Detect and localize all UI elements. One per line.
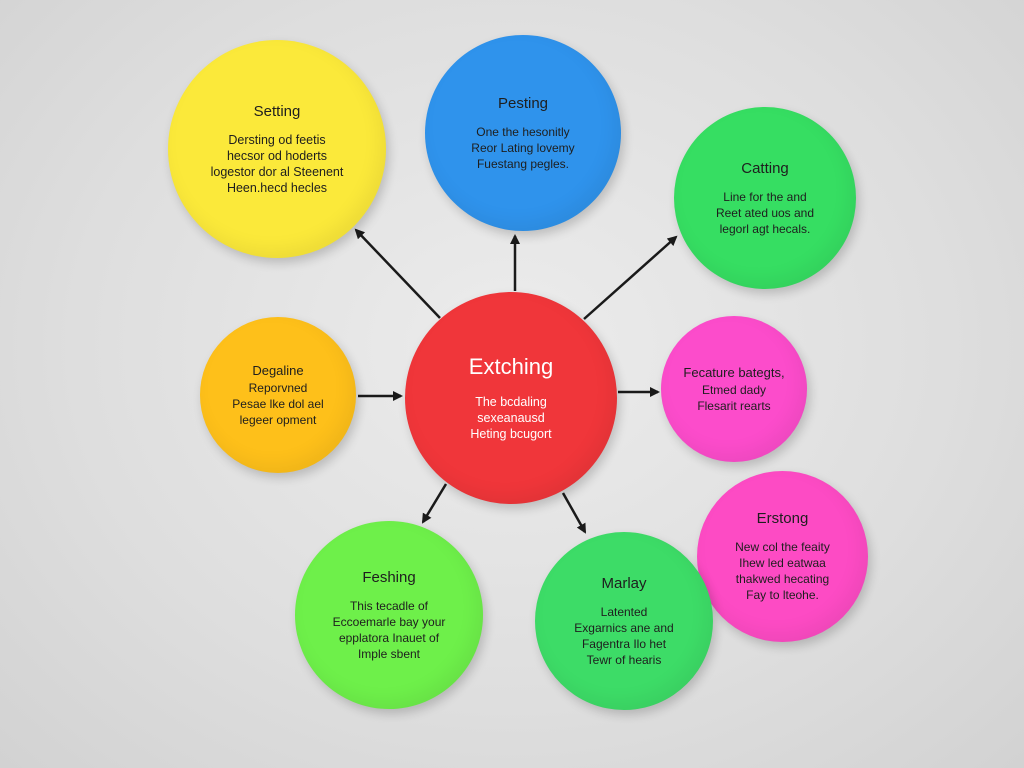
node-description: Reporvned Pesae lke dol ael legeer opmen…: [232, 380, 323, 428]
node-title: Catting: [741, 159, 789, 177]
node-description: The bcdaling sexeanausd Heting bcugort: [470, 394, 551, 442]
node-center-extching: Extching The bcdaling sexeanausd Heting …: [405, 292, 617, 504]
arrow-to-setting: [354, 228, 441, 319]
node-title: Setting: [253, 102, 301, 120]
node-pesting: Pesting One the hesonitly Reor Lating lo…: [425, 35, 621, 231]
node-title: Marlay: [601, 574, 647, 592]
node-line: Line for the and: [723, 189, 807, 204]
node-line: New col the feaity: [735, 540, 830, 554]
node-degaline: Degaline Reporvned Pesae lke dol ael leg…: [200, 317, 356, 473]
node-description: Etmed dady Flesarit rearts: [697, 382, 770, 414]
node-line: Fuestang pegles.: [476, 156, 570, 171]
node-description: Line for the and Reet ated uos and legor…: [716, 189, 814, 237]
node-fecature: Fecature bategts, Etmed dady Flesarit re…: [661, 316, 807, 462]
arrow-to-catting: [583, 235, 678, 320]
node-line: Exgarnics ane and: [574, 620, 674, 635]
node-line: sexeanausd: [477, 411, 545, 425]
node-line: Flesarit rearts: [697, 398, 771, 413]
node-line: Reet ated uos and: [715, 205, 815, 220]
arrow-to-feshing: [421, 483, 448, 524]
node-line: Eccoemarle bay your: [332, 614, 446, 629]
node-title: Pesting: [497, 94, 549, 112]
node-line: This tecadle of: [349, 598, 429, 613]
node-line: logestor dor al Steenent: [210, 164, 344, 179]
node-line: hecsor od hoderts: [226, 148, 328, 163]
node-line: Heen.hecd hecles: [226, 180, 328, 195]
node-line: legorl agt hecals.: [719, 221, 811, 236]
node-erstong: Erstong New col the feaity Ihew led eatw…: [697, 471, 868, 642]
node-line: Fagentra Ilo het: [581, 636, 667, 651]
node-line: Latented: [600, 604, 648, 619]
node-title: Feshing: [362, 568, 416, 586]
node-description: One the hesonitly Reor Lating lovemy Fue…: [471, 124, 574, 172]
node-line: Imple sbent: [357, 646, 421, 661]
node-description: This tecadle of Eccoemarle bay your eppl…: [333, 598, 446, 662]
node-title: Extching: [468, 354, 554, 379]
node-line: thakwed hecating: [735, 572, 830, 586]
arrow-to-marlay: [561, 492, 587, 534]
node-description: Latented Exgarnics ane and Fagentra Ilo …: [574, 604, 673, 668]
node-title: Erstong: [756, 510, 809, 527]
node-catting: Catting Line for the and Reet ated uos a…: [674, 107, 856, 289]
node-line: Pesae lke dol ael: [232, 396, 324, 411]
node-feshing: Feshing This tecadle of Eccoemarle bay y…: [295, 521, 483, 709]
node-line: Fay to lteohe.: [746, 588, 819, 602]
node-line: Reor Lating lovemy: [471, 140, 575, 155]
node-line: Ihew led eatwaa: [739, 556, 826, 570]
node-line: One the hesonitly: [476, 124, 570, 139]
node-marlay: Marlay Latented Exgarnics ane and Fagent…: [535, 532, 713, 710]
node-line: The bcdaling: [475, 395, 547, 409]
node-description: New col the feaity Ihew led eatwaa thakw…: [735, 539, 830, 603]
node-line: epplatora Inauet of: [338, 630, 440, 645]
node-line: Heting bcugort: [470, 427, 552, 441]
node-description: Dersting od feetis hecsor od hoderts log…: [211, 132, 344, 196]
node-line: Reporvned: [248, 380, 308, 395]
node-title: Degaline: [252, 362, 304, 378]
node-line: Tewr of hearis: [586, 652, 662, 667]
node-line: legeer opment: [239, 412, 317, 427]
node-line: Etmed dady: [701, 382, 767, 397]
node-title: Fecature bategts,: [683, 364, 785, 380]
node-line: Dersting od feetis: [228, 132, 326, 147]
node-setting: Setting Dersting od feetis hecsor od hod…: [168, 40, 386, 258]
